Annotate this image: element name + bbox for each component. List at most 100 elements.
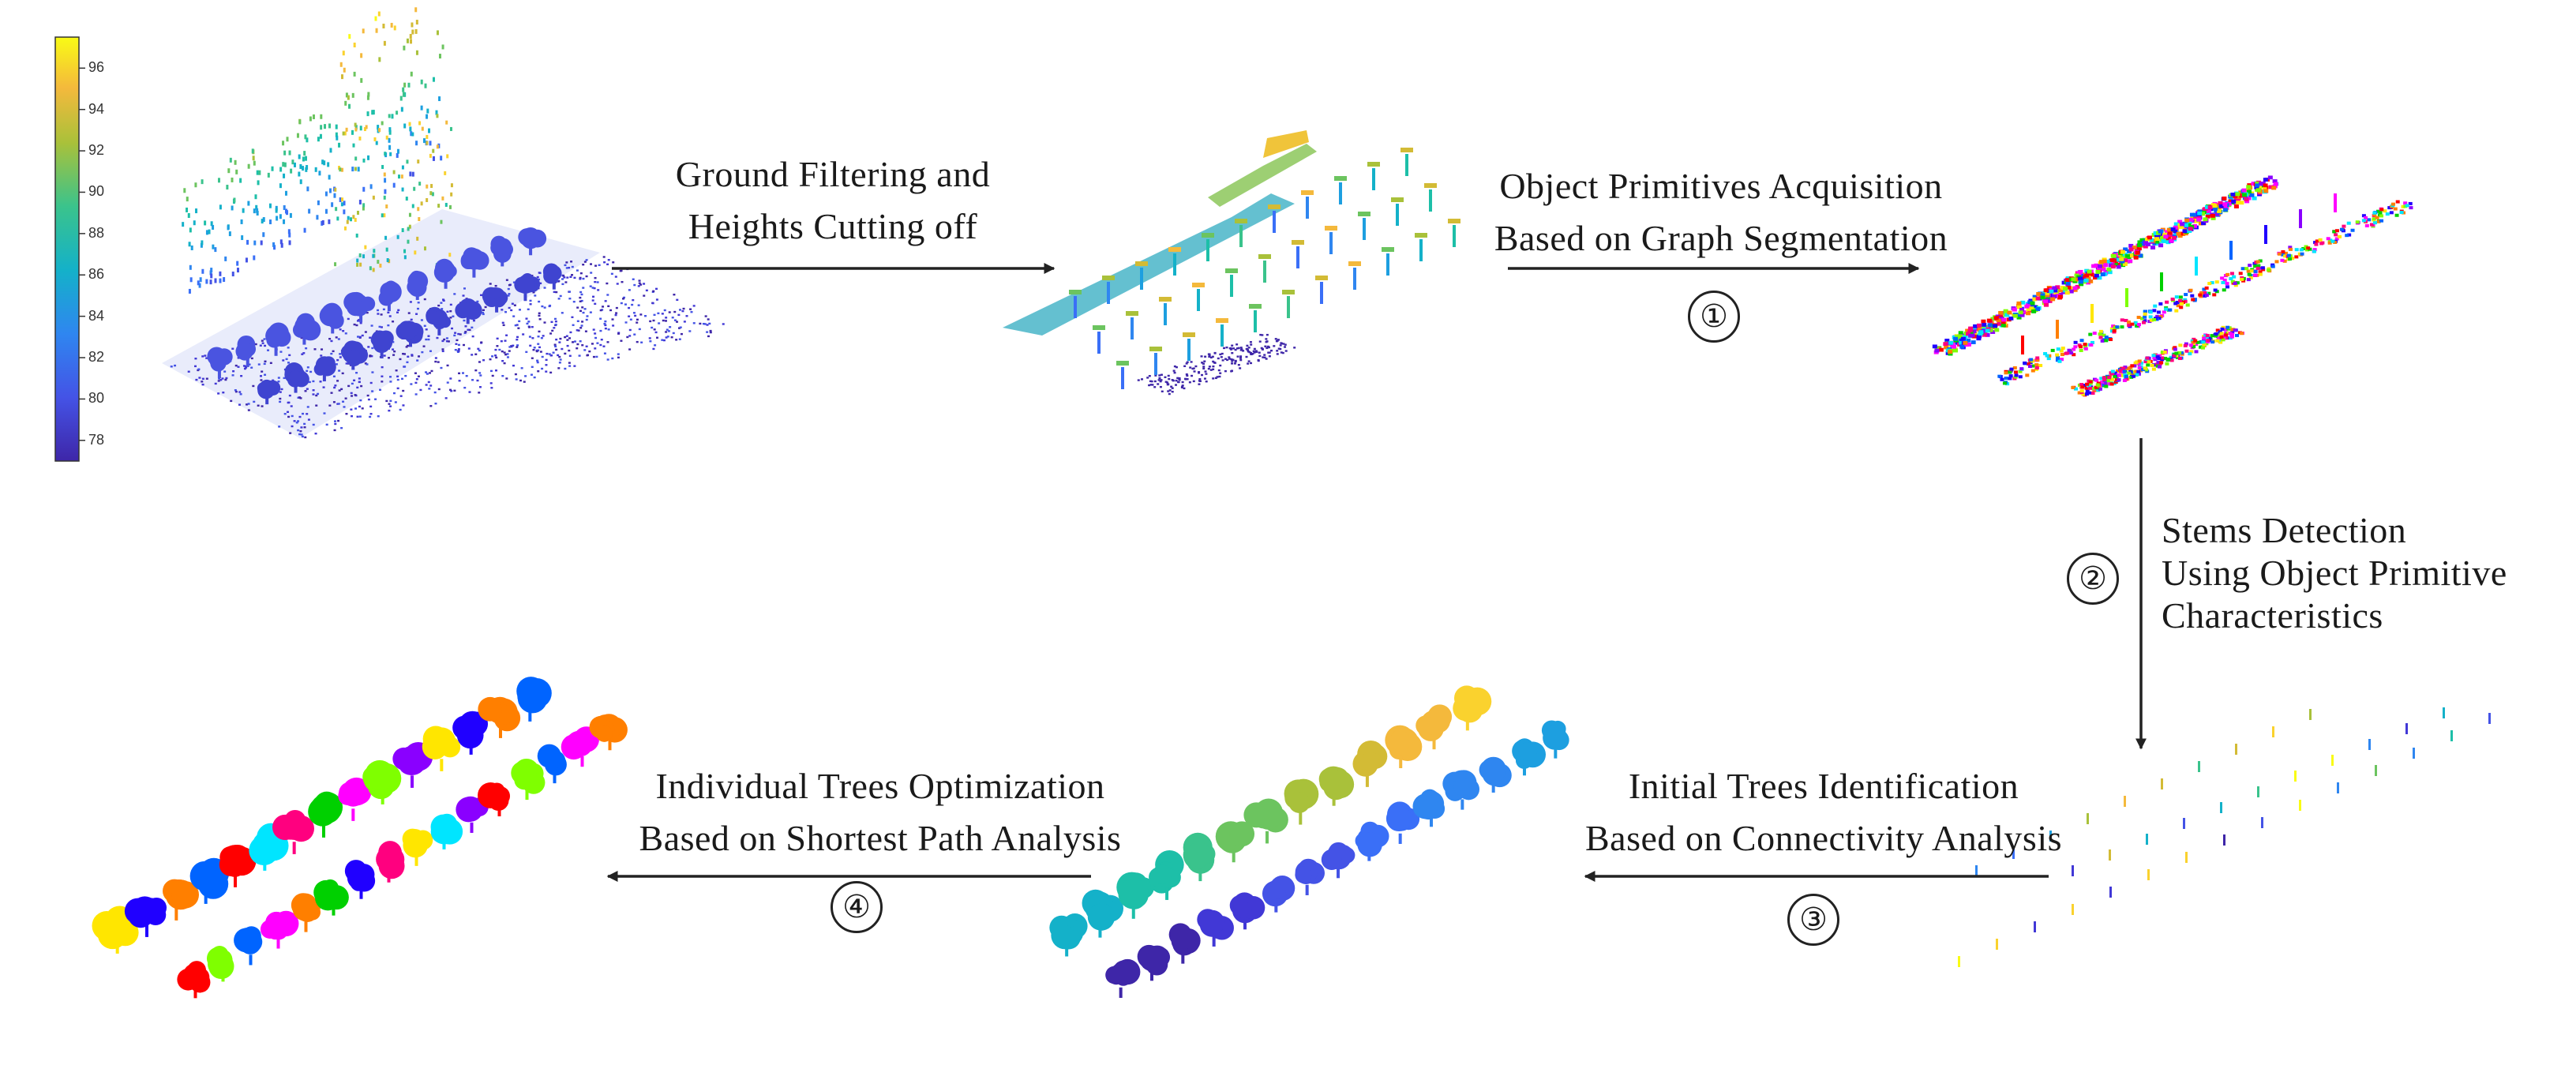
- stem-mark: [2049, 831, 2052, 842]
- detected-stems-panel: [1958, 707, 2491, 967]
- tree-crown: [362, 759, 402, 804]
- tree-crown: [1284, 778, 1319, 825]
- individual-trees-panel: [92, 677, 628, 999]
- stem-mark: [2261, 817, 2263, 828]
- tree-crown: [234, 926, 263, 966]
- colorbar: [54, 36, 85, 462]
- tree-crown: [1385, 725, 1423, 769]
- stem-mark: [2413, 748, 2415, 759]
- tree-crown: [1082, 889, 1124, 938]
- tree-crown: [163, 879, 200, 921]
- tree-blob: [482, 287, 508, 313]
- stem-mark: [1996, 939, 1998, 950]
- tree-crown: [1215, 821, 1255, 863]
- tree-crown: [1412, 789, 1445, 827]
- tree-blob: [514, 273, 541, 302]
- tree-crown: [422, 726, 461, 771]
- tree-blob: [292, 313, 321, 345]
- tree-blob: [284, 362, 309, 393]
- colorbar-tick-label: 96: [88, 59, 105, 76]
- stem-mark: [2109, 887, 2112, 898]
- stem-mark: [1958, 956, 1960, 967]
- stem-mark: [2299, 800, 2301, 811]
- colorbar-tick-label: 80: [88, 390, 105, 407]
- tree-crown: [1453, 685, 1492, 731]
- stem-mark: [2368, 739, 2371, 750]
- tree-crown: [189, 857, 230, 904]
- stem-mark: [2450, 730, 2453, 741]
- tree-crown: [260, 910, 299, 949]
- colorbar-tick-label: 94: [88, 100, 105, 117]
- tree-crown: [124, 896, 167, 937]
- tree-crown: [430, 813, 463, 849]
- tree-crown: [313, 879, 349, 916]
- stem-mark: [2146, 834, 2148, 845]
- stem-mark: [2337, 782, 2339, 793]
- tree-crown: [478, 782, 511, 817]
- tree-blob: [455, 298, 482, 324]
- tree-crown: [338, 777, 372, 821]
- stem-mark: [2185, 852, 2188, 863]
- filtered-point-cloud-panel: [1003, 130, 1460, 396]
- step-individual-trees-line2: Based on Shortest Path Analysis: [639, 818, 1122, 858]
- tree-blob: [257, 379, 281, 405]
- stem-mark: [2331, 755, 2334, 766]
- tree-crown: [177, 961, 211, 999]
- tree-crown: [1318, 766, 1355, 806]
- colorbar-ticks: [79, 67, 85, 441]
- tree-crown: [1512, 738, 1547, 776]
- tree-blob: [407, 270, 429, 300]
- raw-point-cloud-panel: [162, 7, 725, 439]
- step-stems-detection-line2: Using Object Primitive: [2162, 553, 2507, 593]
- stem-mark: [2443, 707, 2445, 718]
- stem-mark: [2488, 713, 2491, 724]
- tree-crown: [1229, 892, 1266, 930]
- tree-blob: [319, 302, 344, 334]
- tree-crown: [1116, 872, 1154, 919]
- tree-crown: [516, 677, 552, 722]
- tree-blob: [340, 340, 369, 370]
- colorbar-tick-label: 78: [88, 431, 105, 448]
- tree-crown: [1105, 958, 1141, 998]
- tree-blob: [207, 347, 233, 379]
- step-object-primitives-line1: Object Primitives Acquisition: [1499, 166, 1943, 206]
- initial-trees-panel: [1049, 685, 1569, 998]
- tree-crown: [511, 758, 546, 801]
- stem-mark: [2147, 869, 2150, 880]
- step-individual-trees-line1: Individual Trees Optimization: [655, 766, 1105, 806]
- step-initial-trees-label: Initial Trees Identification Based on Co…: [1539, 760, 2108, 864]
- step-ground-filtering-line2: Heights Cutting off: [688, 206, 978, 246]
- stem-mark: [2220, 802, 2222, 813]
- tree-blob: [235, 335, 257, 367]
- tree-crown: [1243, 798, 1288, 844]
- step-object-primitives-line2: Based on Graph Segmentation: [1494, 218, 1948, 258]
- tree-crown: [478, 696, 521, 738]
- tree-crown: [1197, 909, 1234, 947]
- stem-mark: [1975, 865, 1978, 876]
- tree-crown: [537, 744, 567, 784]
- step-number-1: ①: [1688, 291, 1740, 343]
- stem-mark: [2161, 778, 2163, 789]
- tree-blob: [433, 258, 457, 289]
- tree-crown: [308, 791, 343, 838]
- tree-blob: [378, 280, 402, 312]
- stem-mark: [2087, 813, 2089, 824]
- stem-mark: [2183, 818, 2185, 829]
- stem-mark: [2272, 726, 2274, 737]
- stem-mark: [2405, 723, 2408, 734]
- tree-crown: [206, 946, 234, 982]
- tree-crown: [1183, 832, 1216, 882]
- step-stems-detection-line3: Characteristics: [2162, 595, 2383, 636]
- tree-blob: [490, 235, 514, 267]
- stem-mark: [2257, 786, 2259, 797]
- tree-blob: [265, 322, 291, 356]
- step-number-2: ②: [2067, 553, 2119, 605]
- stem-mark: [2198, 761, 2200, 772]
- tree-crown: [589, 714, 628, 751]
- step-stems-detection-label: Stems Detection Using Object Primitive C…: [2162, 509, 2556, 637]
- colorbar-tick-label: 82: [88, 349, 105, 366]
- tree-blob: [518, 227, 547, 256]
- tree-crown: [1385, 801, 1420, 844]
- stem-mark: [2235, 744, 2237, 755]
- colorbar-gradient: [54, 36, 80, 462]
